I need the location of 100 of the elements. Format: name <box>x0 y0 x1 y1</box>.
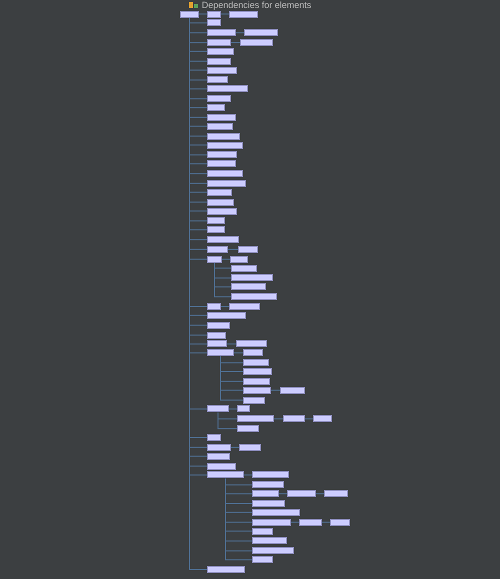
tree-node-box <box>243 386 271 394</box>
tree-node-box <box>287 490 316 498</box>
connector-line <box>228 248 238 250</box>
tree-node-box <box>207 10 221 18</box>
tree-node-box <box>238 246 258 253</box>
tree-node-box <box>230 256 248 263</box>
tree-node-box <box>207 58 231 65</box>
tree-node-box <box>207 104 225 112</box>
tree-node-box <box>207 160 236 168</box>
tree-node-box <box>252 518 291 526</box>
tree-node-box <box>252 490 279 498</box>
tree-node-box <box>207 246 228 253</box>
tree-node-box <box>252 556 273 564</box>
connector-line <box>244 474 252 476</box>
tree-node-box <box>207 303 221 310</box>
tree-node-box <box>207 48 234 55</box>
tree-node-box <box>207 349 234 356</box>
connector-line <box>274 418 284 420</box>
tree-node-box <box>231 264 257 272</box>
tree-node-box <box>243 378 270 385</box>
tree-node-box <box>252 547 294 554</box>
tree-node-box <box>207 85 248 92</box>
tree-node-box <box>207 566 245 574</box>
tree-node-box <box>280 386 305 394</box>
tree-node-box <box>207 122 233 130</box>
tree-node-box <box>207 312 246 319</box>
tree-node-box <box>207 452 230 460</box>
connector-line <box>220 356 244 401</box>
connector-line <box>290 522 300 523</box>
tree-node-box <box>239 444 261 451</box>
tree-node-box <box>252 481 284 488</box>
tree-node-box <box>243 396 265 404</box>
connector-line <box>322 522 330 523</box>
tree-node-box <box>237 425 259 432</box>
connector-line <box>270 390 280 391</box>
tree-node-box <box>207 217 225 224</box>
tree-node-box <box>243 368 272 376</box>
tree-node-box <box>299 518 322 526</box>
tree-node-box <box>207 132 240 140</box>
tree-node-box <box>207 66 237 74</box>
tree-node-box <box>207 236 239 244</box>
tree-node-box <box>207 95 231 102</box>
tree-node-box <box>180 10 199 18</box>
tree-node-box <box>231 274 273 282</box>
connector-line <box>230 42 240 44</box>
connector-line <box>228 408 238 410</box>
connector-line <box>222 258 230 260</box>
tree-node-box <box>207 114 236 121</box>
connector-line <box>236 32 244 34</box>
tree-node-box <box>240 39 273 46</box>
tree-node-box <box>207 462 236 470</box>
tree-node-box <box>207 208 237 214</box>
tree-node-box <box>207 444 231 451</box>
tree-node-box <box>207 198 234 206</box>
tree-node-box <box>207 180 246 187</box>
tree-node-box <box>207 19 221 26</box>
tree-node-box <box>207 170 243 178</box>
tree-node-box <box>207 151 237 158</box>
tree-node-box <box>207 256 222 263</box>
tree-node-box <box>252 508 300 516</box>
tree-node-box <box>231 293 277 300</box>
tree-node-box <box>324 490 348 498</box>
diagram-title: Dependencies for elements <box>202 0 312 10</box>
tree-node-box <box>244 29 278 36</box>
connector-line <box>226 343 236 344</box>
tree-node-box <box>207 332 226 339</box>
tree-node-box <box>207 188 232 196</box>
connector-line <box>304 418 314 420</box>
connector-line <box>218 412 238 430</box>
tree-node-box <box>237 415 274 422</box>
tree-node-box <box>207 405 229 412</box>
tree-node-box <box>237 405 250 412</box>
tree-node-box <box>252 471 289 478</box>
tree-node-box <box>231 283 266 290</box>
tree-node-box <box>236 340 267 348</box>
tree-node-box <box>207 76 228 84</box>
tree-node-box <box>207 322 230 329</box>
tree-node-box <box>243 359 269 366</box>
tree-node-box <box>330 518 350 526</box>
connector-line <box>220 306 230 308</box>
tree-node-box <box>283 415 305 422</box>
tree-node-box <box>207 29 236 36</box>
tree-node-box <box>207 434 221 442</box>
connector-line <box>316 493 324 494</box>
connector-line <box>278 493 288 494</box>
tree-node-box <box>313 415 332 422</box>
tree-node-box <box>207 226 225 234</box>
tree-node-box <box>252 528 273 535</box>
tree-node-box <box>252 500 285 508</box>
tree-node-box <box>207 142 243 148</box>
connector-line <box>234 352 244 354</box>
tree-node-box <box>207 39 231 46</box>
connector-line <box>214 262 232 298</box>
tree-node-box <box>207 340 227 348</box>
tree-node-box <box>229 10 258 18</box>
tree-node-box <box>243 349 263 356</box>
tree-node-box <box>229 303 260 310</box>
connector-line <box>230 446 240 448</box>
tree-node-box <box>252 537 287 544</box>
tree-node-box <box>207 471 244 478</box>
